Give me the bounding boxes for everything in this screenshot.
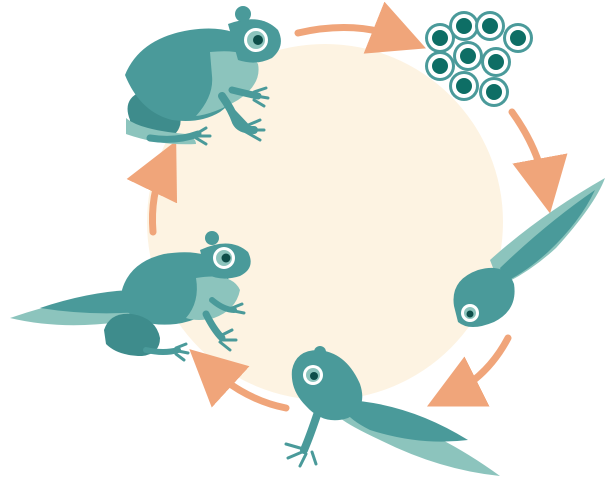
- egg-yolk: [432, 30, 448, 46]
- egg-yolk: [486, 84, 502, 100]
- arrow-adult-to-egg: [298, 28, 400, 38]
- egg-yolk: [488, 54, 504, 70]
- egg-yolk: [482, 18, 498, 34]
- egg-yolk: [460, 48, 476, 64]
- egg-yolk: [432, 58, 448, 74]
- egg-yolk: [510, 30, 526, 46]
- egg-yolk: [456, 18, 472, 34]
- arrow-tadpole-to-legs: [452, 338, 508, 394]
- arrow-egg-to-tadpole: [512, 112, 545, 186]
- egg-yolk: [456, 78, 472, 94]
